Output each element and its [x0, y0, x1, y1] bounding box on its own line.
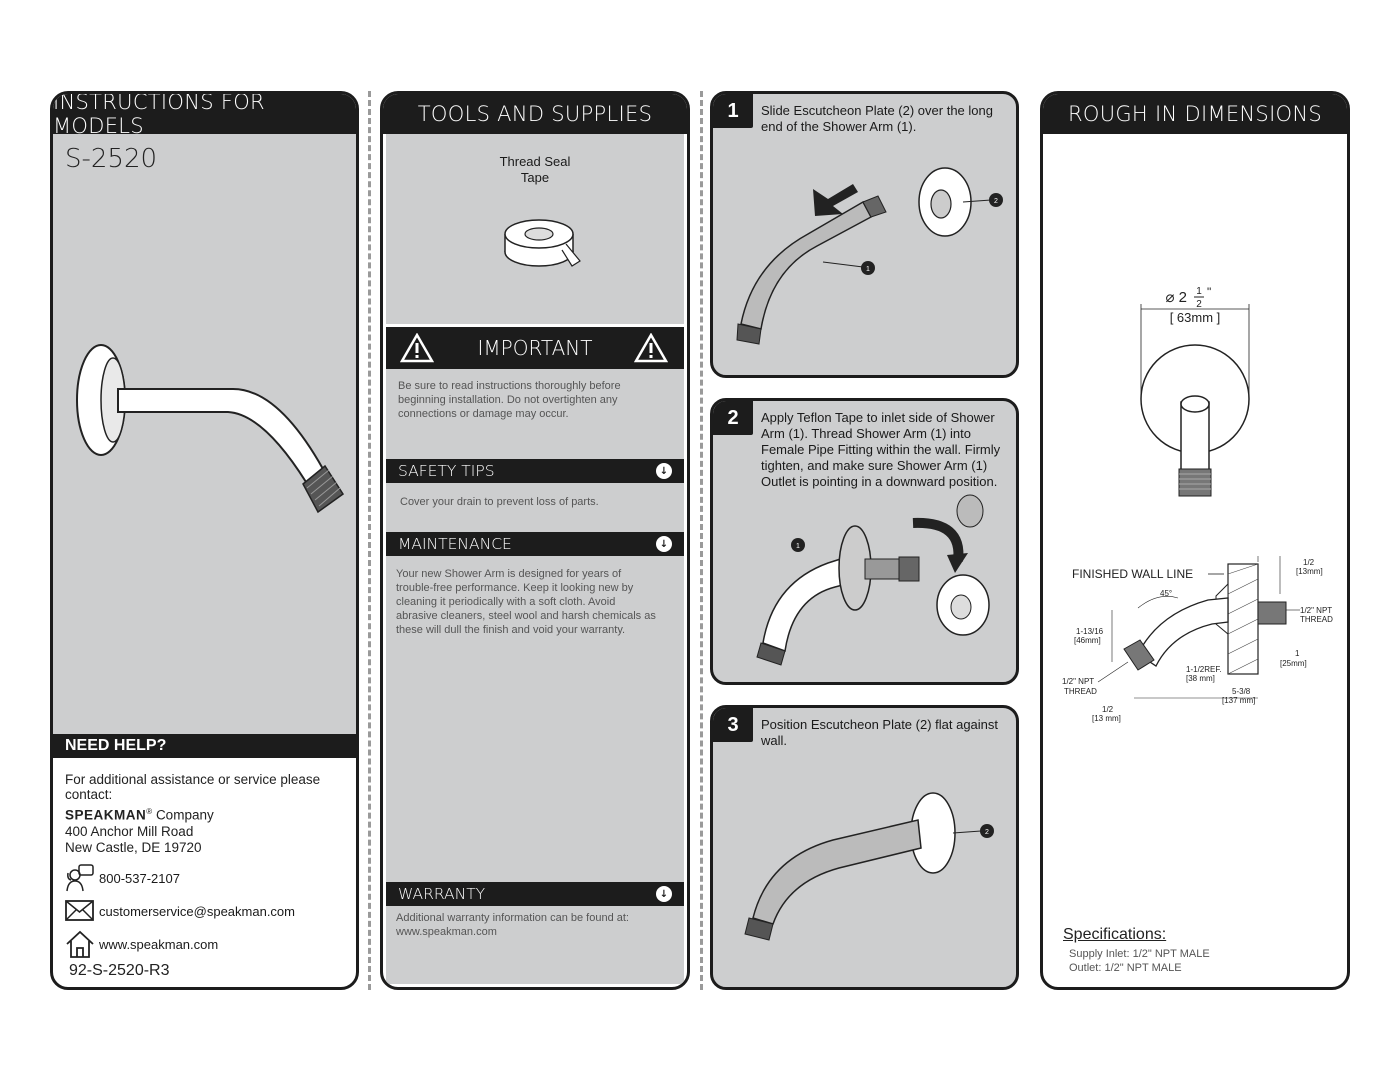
- shower-arm-illustration: [76, 344, 345, 514]
- envelope-icon: [65, 900, 94, 921]
- models-gray-area: S-2520: [53, 134, 356, 734]
- maintenance-title: MAINTENANCE: [398, 535, 512, 553]
- step-text: Apply Teflon Tape to inlet side of Showe…: [761, 410, 1001, 489]
- warning-icon: [634, 333, 668, 363]
- email-row: customerservice@speakman.com: [65, 900, 295, 922]
- tool-label-line-1: Thread Seal: [499, 154, 571, 169]
- rough-in-panel: ROUGH IN DIMENSIONS ⌀ 2 1 2 " [ 63mm ] F…: [1040, 91, 1350, 990]
- diameter-frac-den: 2: [1196, 299, 1202, 310]
- company-word: Company: [155, 807, 214, 823]
- phone-number[interactable]: 800-537-2107: [99, 870, 180, 886]
- company-reg: ®: [146, 807, 153, 816]
- website[interactable]: www.speakman.com: [99, 936, 219, 952]
- help-text: For additional assistance or service ple…: [65, 772, 321, 802]
- warning-icon: [400, 333, 434, 363]
- dim-label: 1-13/16: [1076, 627, 1104, 636]
- step-text: Position Escutcheon Plate (2) flat again…: [761, 717, 999, 748]
- help-bar: NEED HELP?: [53, 734, 356, 758]
- safety-text: Cover your drain to prevent loss of part…: [400, 496, 599, 508]
- tools-gray-area: Thread Seal Tape: [386, 134, 684, 324]
- step-1-card: 1 Slide Escutcheon Plate (2) over the lo…: [710, 91, 1019, 378]
- side-view-diagram: FINISHED WALL LINE 1/2 [13mm] 1/2" NPT T…: [1062, 556, 1333, 723]
- step-1-illustration: 1 2: [736, 167, 1003, 345]
- front-view-diagram: ⌀ 2 1 2 " [ 63mm ]: [1140, 285, 1250, 497]
- phone-support-icon: [66, 864, 94, 892]
- dim-label: THREAD: [1064, 687, 1097, 696]
- dim-label: 1/2" NPT: [1300, 606, 1332, 615]
- step-text: Slide Escutcheon Plate (2) over the long…: [761, 103, 993, 134]
- step-number: 1: [713, 94, 753, 128]
- callout-plate: 2: [985, 829, 989, 836]
- callout-arm: 1: [796, 543, 800, 550]
- tool-label-line-2: Tape: [520, 170, 550, 185]
- warranty-bar[interactable]: WARRANTY ↓: [386, 882, 684, 906]
- dim-label: 1/2: [1303, 558, 1315, 567]
- step-3-illustration: 2: [744, 792, 994, 941]
- dim-label: 1/2" NPT: [1062, 677, 1094, 686]
- dim-label: 5-3/8: [1232, 687, 1251, 696]
- dim-label: THREAD: [1300, 615, 1333, 624]
- wall-line-label: FINISHED WALL LINE: [1072, 567, 1193, 581]
- diameter-frac-num: 1: [1196, 286, 1202, 297]
- tools-lower-gray: Be sure to read instructions thoroughly …: [386, 369, 684, 984]
- diameter-inch-mark: ": [1207, 285, 1211, 299]
- model-number: S-2520: [65, 144, 158, 174]
- dim-label: [25mm]: [1280, 659, 1307, 668]
- spec-title: Specifications:: [1063, 926, 1167, 943]
- diameter-mm: [ 63mm ]: [1170, 310, 1221, 325]
- dim-label: [13 mm]: [1092, 714, 1121, 723]
- phone-row: 800-537-2107: [65, 864, 180, 892]
- tools-header: TOOLS AND SUPPLIES: [383, 94, 687, 134]
- step-3-card: 3 Position Escutcheon Plate (2) flat aga…: [710, 705, 1019, 990]
- safety-tips-title: SAFETY TIPS: [398, 462, 495, 480]
- callout-plate: 2: [994, 198, 998, 205]
- maintenance-bar[interactable]: MAINTENANCE ↓: [386, 532, 684, 556]
- step-number: 3: [713, 708, 753, 742]
- dim-label: [46mm]: [1074, 636, 1101, 645]
- dim-label: 45°: [1160, 589, 1172, 598]
- step-number: 2: [713, 401, 753, 435]
- important-text: Be sure to read instructions thoroughly …: [398, 380, 621, 420]
- warranty-title: WARRANTY: [398, 885, 486, 903]
- thread-tape-illustration: [504, 219, 581, 267]
- fold-divider-1: [368, 91, 371, 990]
- step-2-illustration: 1: [756, 494, 990, 666]
- important-bar: IMPORTANT: [386, 327, 684, 369]
- address-line-2: New Castle, DE 19720: [65, 839, 202, 855]
- callout-arm: 1: [866, 266, 870, 273]
- safety-tips-bar[interactable]: SAFETY TIPS ↓: [386, 459, 684, 483]
- warranty-text: Additional warranty information can be f…: [396, 912, 629, 938]
- dim-label: [137 mm]: [1222, 696, 1255, 705]
- models-panel: INSTRUCTIONS FOR MODELS S-2520 NEED HELP…: [50, 91, 359, 990]
- models-header: INSTRUCTIONS FOR MODELS: [53, 94, 356, 138]
- web-row: www.speakman.com: [65, 930, 218, 958]
- dim-label: 1-1/2REF.: [1186, 665, 1222, 674]
- dim-label: 1/2: [1102, 705, 1114, 714]
- address-line-1: 400 Anchor Mill Road: [65, 823, 194, 839]
- home-icon: [66, 930, 94, 958]
- doc-number: 92-S-2520-R3: [69, 962, 170, 979]
- diameter-label: ⌀ 2: [1165, 289, 1187, 306]
- company-brand: SPEAKMAN: [65, 807, 147, 823]
- dim-label: 1: [1295, 649, 1300, 658]
- tool-label: Thread Seal Tape: [386, 154, 684, 186]
- fold-divider-2: [700, 91, 703, 990]
- maintenance-text: Your new Shower Arm is designed for year…: [396, 568, 656, 636]
- tools-panel: TOOLS AND SUPPLIES Thread Seal Tape IMPO…: [380, 91, 690, 990]
- spec-line-1: Supply Inlet: 1/2" NPT MALE: [1069, 948, 1210, 960]
- rough-in-header: ROUGH IN DIMENSIONS: [1043, 94, 1347, 134]
- chevron-down-icon[interactable]: ↓: [656, 463, 672, 479]
- email-address[interactable]: customerservice@speakman.com: [99, 903, 295, 919]
- spec-line-2: Outlet: 1/2" NPT MALE: [1069, 962, 1182, 974]
- chevron-down-icon[interactable]: ↓: [656, 536, 672, 552]
- chevron-down-icon[interactable]: ↓: [656, 886, 672, 902]
- step-2-card: 2 Apply Teflon Tape to inlet side of Sho…: [710, 398, 1019, 685]
- dim-label: [13mm]: [1296, 567, 1323, 576]
- company-block: SPEAKMAN® Company 400 Anchor Mill Road N…: [65, 804, 214, 856]
- dim-label: [38 mm]: [1186, 674, 1215, 683]
- important-title: IMPORTANT: [477, 336, 593, 360]
